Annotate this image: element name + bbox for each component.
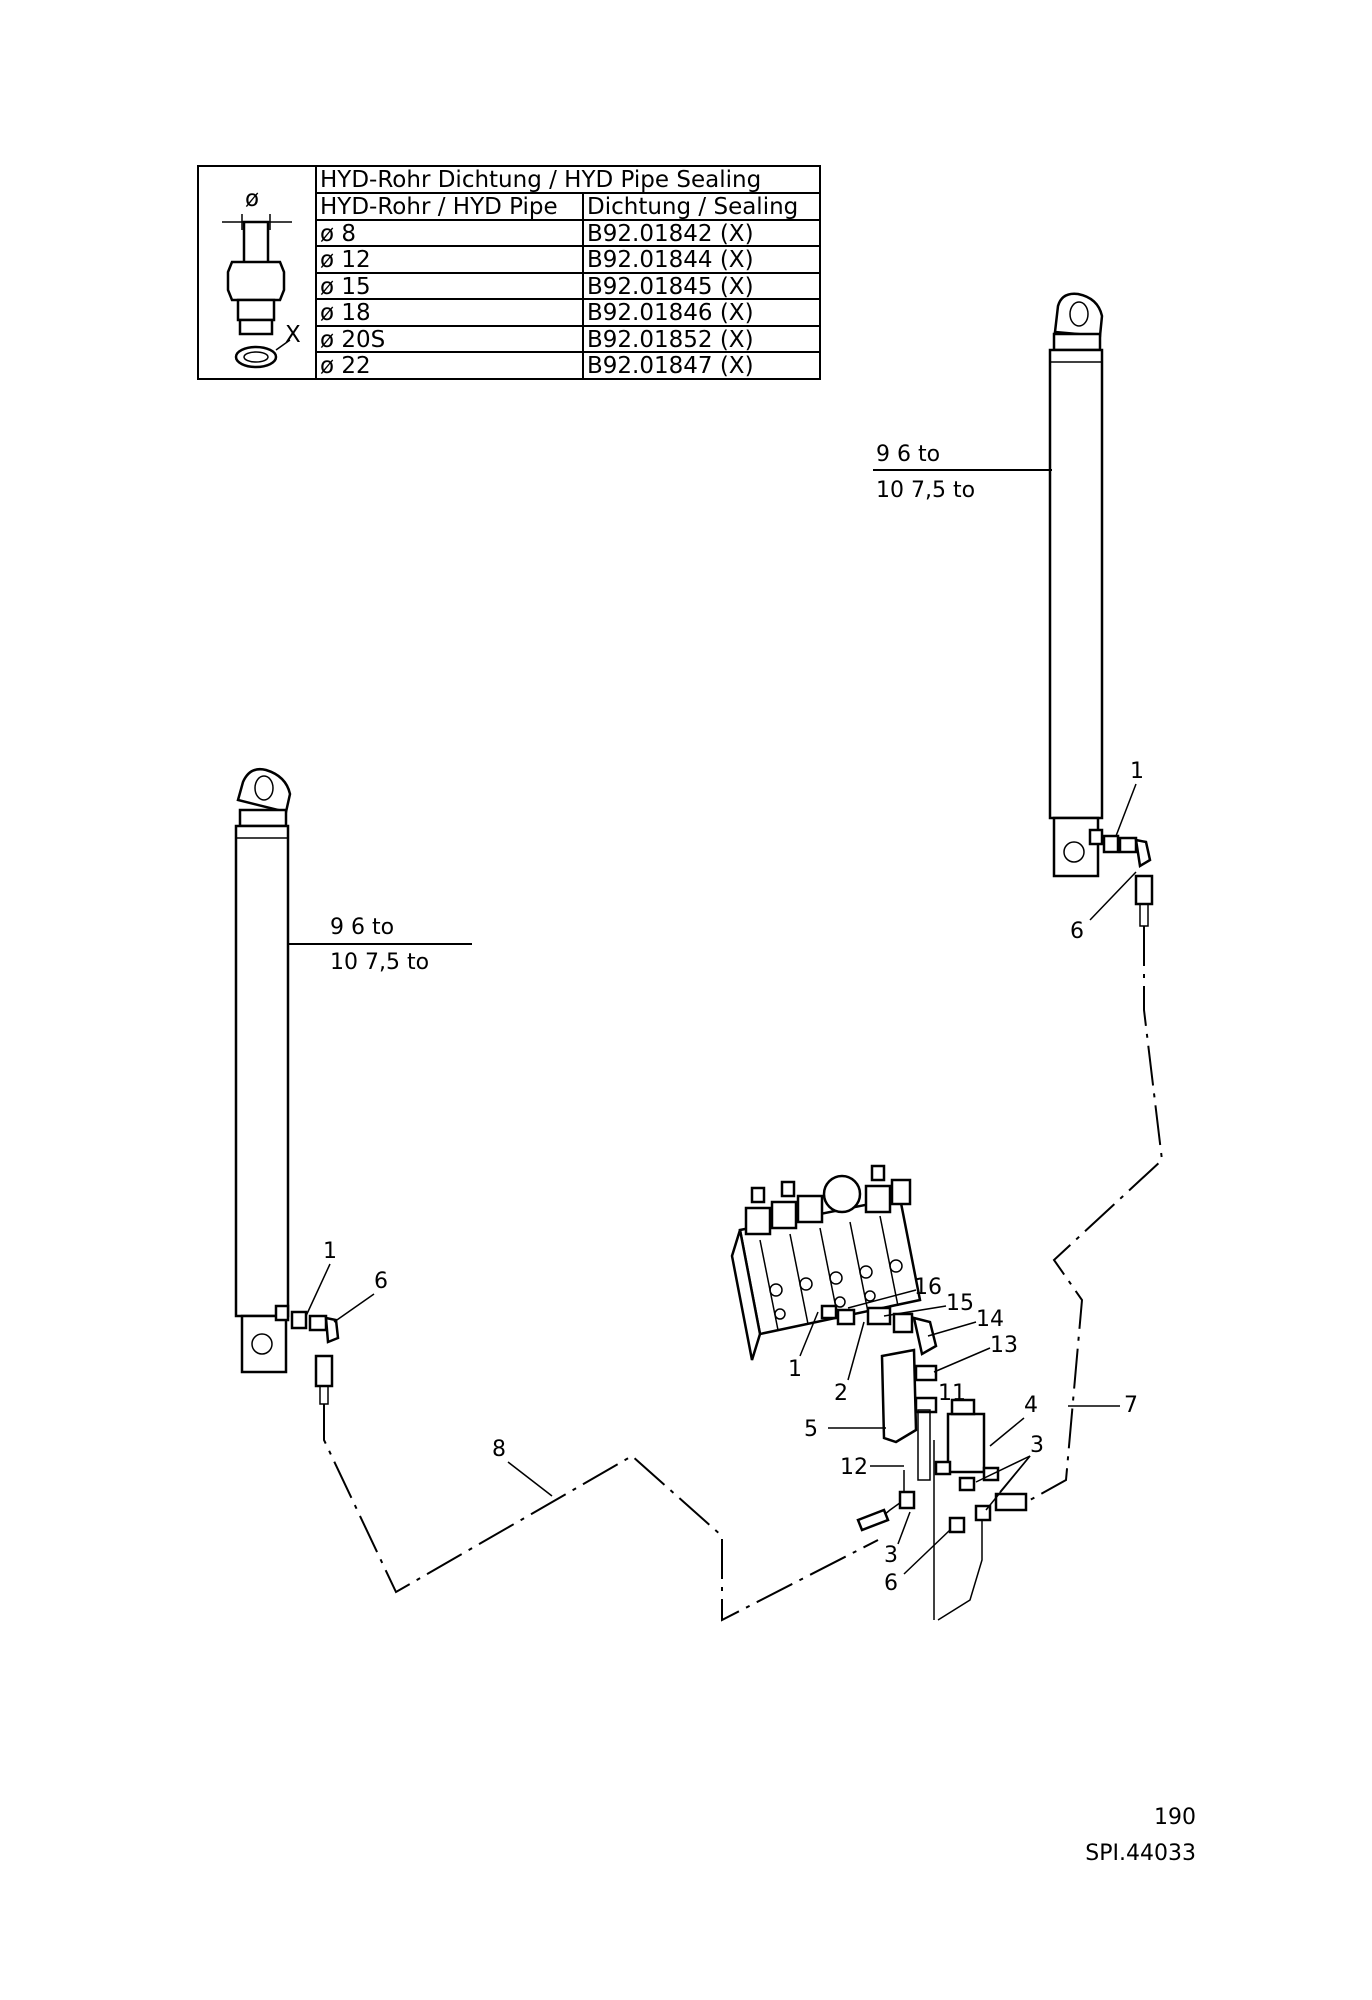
callout-2: 2: [834, 1381, 848, 1406]
page-footer: 190 SPI.44033: [1085, 1805, 1196, 1866]
callout-6: 6: [1070, 919, 1084, 944]
callout-1: 1: [323, 1239, 337, 1264]
table-cell-seal: B92.01845 (X): [587, 274, 754, 300]
callout-1: 1: [788, 1357, 802, 1382]
callout-6: 6: [374, 1269, 388, 1294]
table-cell-seal: B92.01852 (X): [587, 327, 754, 353]
table-header-seal: Dichtung / Sealing: [587, 194, 798, 220]
hydraulic-hoses: [323, 926, 1164, 1622]
drawing-code: SPI.44033: [1085, 1841, 1196, 1866]
table-cell-pipe: ø 15: [320, 274, 371, 300]
callout-12: 12: [840, 1455, 868, 1480]
hydraulic-cylinder-left: 9 6 to 10 7,5 to 1 6: [234, 768, 472, 1405]
callout-4: 4: [1024, 1393, 1038, 1418]
callouts: 1 2 16 15 14 13 11 4 5 3 12 7 8 3 6: [492, 1275, 1138, 1596]
callout-13: 13: [990, 1333, 1018, 1358]
callout-14: 14: [976, 1307, 1004, 1332]
hose-8: [323, 1404, 879, 1622]
fittings-and-mounting: [820, 1304, 1028, 1621]
hose-7: [1029, 926, 1164, 1501]
cylinder-variant-a: 9 6 to: [330, 915, 394, 940]
callout-3: 3: [1030, 1433, 1044, 1458]
table-cell-seal: B92.01842 (X): [587, 221, 754, 247]
table-cell-pipe: ø 8: [320, 221, 356, 247]
hydraulic-cylinder-right: 9 6 to 10 7,5 to 1 6: [873, 292, 1154, 944]
page-number: 190: [1154, 1805, 1196, 1830]
cylinder-variant-a: 9 6 to: [876, 442, 940, 467]
callout-3: 3: [884, 1543, 898, 1568]
callout-1: 1: [1130, 759, 1144, 784]
table-cell-pipe: ø 18: [320, 300, 371, 326]
callout-11: 11: [938, 1381, 966, 1406]
table-title: HYD-Rohr Dichtung / HYD Pipe Sealing: [320, 167, 761, 193]
table-cell-pipe: ø 22: [320, 353, 371, 379]
seal-marker: X: [285, 322, 301, 348]
cylinder-variant-b: 10 7,5 to: [876, 478, 975, 503]
table-cell-seal: B92.01844 (X): [587, 247, 754, 273]
table-cell-pipe: ø 12: [320, 247, 371, 273]
callout-15: 15: [946, 1291, 974, 1316]
table-cell-seal: B92.01846 (X): [587, 300, 754, 326]
diameter-symbol: ø: [245, 186, 259, 212]
table-cell-pipe: ø 20S: [320, 327, 385, 353]
callout-6: 6: [884, 1571, 898, 1596]
callout-8: 8: [492, 1437, 506, 1462]
table-header-pipe: HYD-Rohr / HYD Pipe: [320, 194, 558, 220]
control-valve-assembly: [730, 1164, 922, 1361]
callout-7: 7: [1124, 1393, 1138, 1418]
callout-5: 5: [804, 1417, 818, 1442]
cylinder-variant-b: 10 7,5 to: [330, 950, 429, 975]
callout-16: 16: [914, 1275, 942, 1300]
fitting-seal-illustration: ø X: [222, 186, 301, 369]
seal-table: HYD-Rohr Dichtung / HYD Pipe Sealing HYD…: [197, 165, 821, 380]
table-cell-seal: B92.01847 (X): [587, 353, 754, 379]
